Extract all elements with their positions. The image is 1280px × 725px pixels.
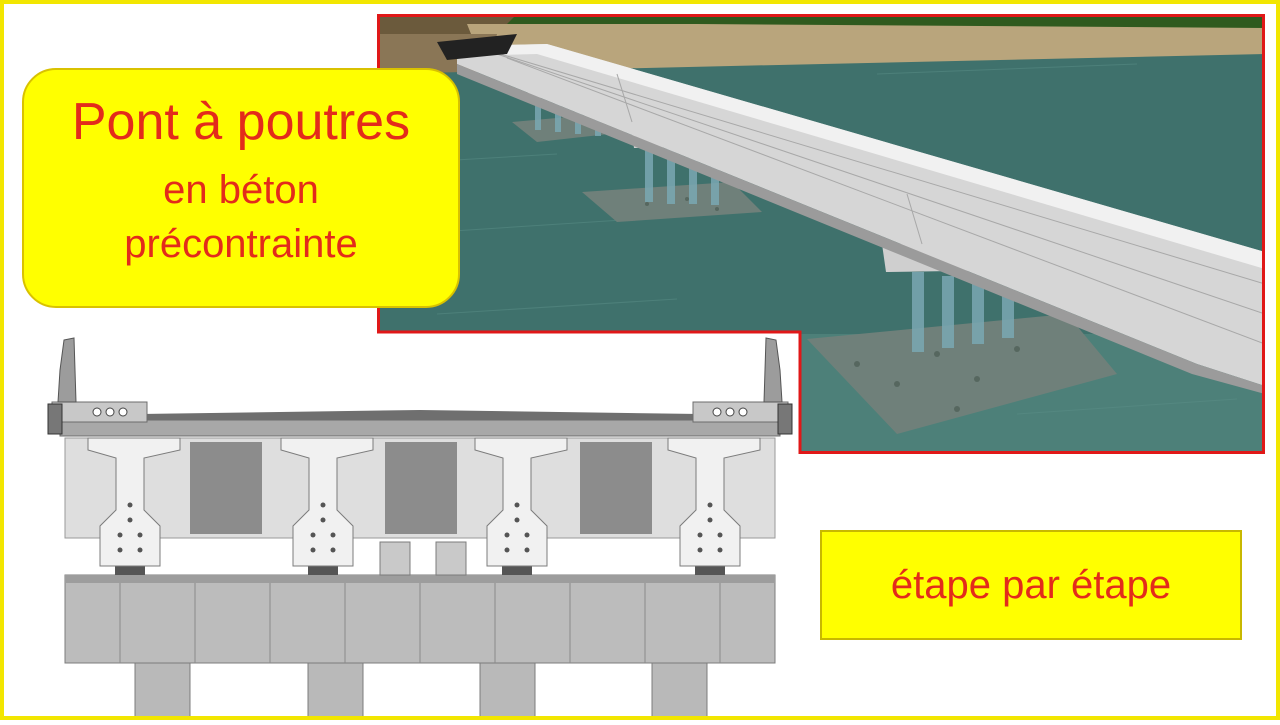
title-line-3: précontrainte [124, 222, 358, 266]
step-by-step-label: étape par étape [820, 530, 1242, 640]
render-cutout-border [377, 330, 802, 454]
title-main: Pont à poutres [71, 93, 411, 151]
title-line-2: en béton [163, 168, 319, 212]
title-callout: Pont à poutres en béton précontrainte [22, 68, 460, 308]
bridge-cross-section [40, 330, 810, 721]
render-cutout [377, 333, 800, 458]
